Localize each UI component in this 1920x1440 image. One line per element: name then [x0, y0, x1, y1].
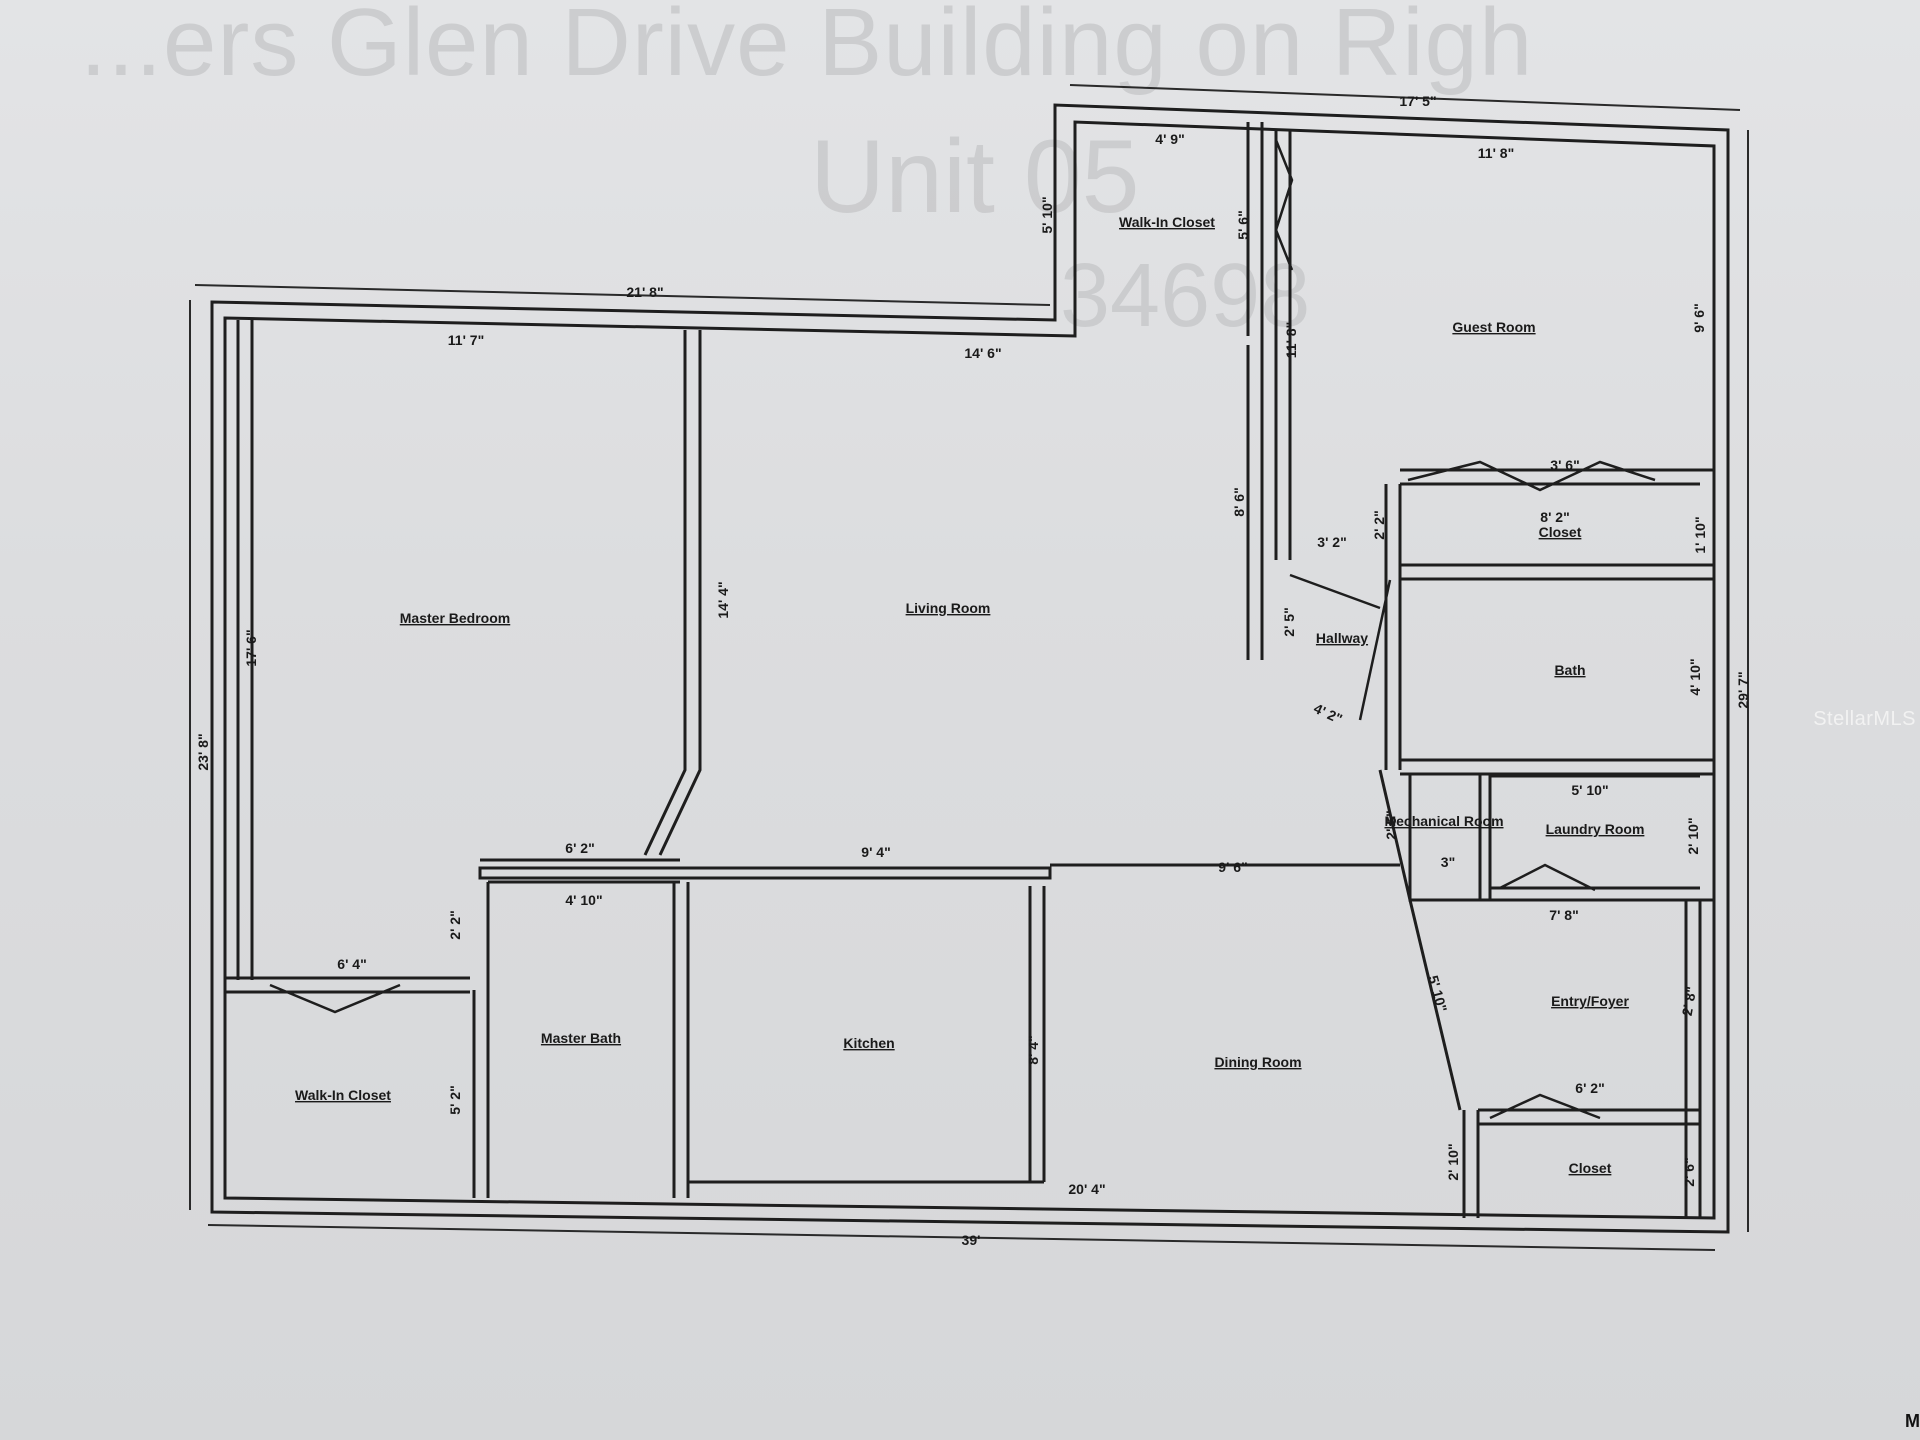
- stellarmls-watermark: StellarMLS: [1813, 708, 1916, 730]
- dim-dining-opening: 9' 6": [1218, 859, 1247, 875]
- bleed-through-zip: 34698: [1060, 246, 1311, 346]
- dim-hall-vertical: 11' 8": [1283, 322, 1299, 358]
- bleed-through-unit: Unit 05: [810, 119, 1140, 235]
- upper-closet-bifold-doors: [1407, 460, 1656, 492]
- dim-line-bottom: [207, 1224, 1716, 1251]
- dim-walk-in-closet-width: 4' 9": [1155, 131, 1184, 147]
- label-entry-foyer: Entry/Foyer: [1551, 993, 1629, 1009]
- dim-master-bedroom-height: 17' 6": [243, 629, 259, 666]
- dim-dining-bottom-height: 2' 10": [1445, 1143, 1461, 1180]
- dim-overall-right-height: 29' 7": [1735, 671, 1751, 708]
- walls: [210, 103, 1730, 1234]
- dim-entry-width: 7' 8": [1549, 907, 1578, 923]
- bath-kitchen-divider: [672, 882, 690, 1198]
- label-walk-in-closet-lower: Walk-In Closet: [295, 1087, 391, 1103]
- dim-walk-in-closet-lower-height: 5' 2": [447, 1085, 463, 1114]
- label-walk-in-closet-upper: Walk-In Closet: [1119, 214, 1215, 230]
- dim-mech-small: 3": [1441, 854, 1455, 870]
- mid-wall-line: [480, 858, 1400, 867]
- dim-guest-room-height: 9' 6": [1691, 303, 1707, 332]
- corner-mark: M: [1905, 1411, 1920, 1431]
- label-closet-upper: Closet: [1539, 524, 1582, 540]
- room-labels: Master Bedroom Living Room Walk-In Close…: [295, 214, 1644, 1176]
- label-master-bedroom: Master Bedroom: [400, 610, 510, 626]
- mechanical-room-walls: [1408, 774, 1492, 902]
- dim-closet-lower-height: 2' 6": [1681, 1157, 1697, 1186]
- label-master-bath: Master Bath: [541, 1030, 621, 1046]
- label-guest-room: Guest Room: [1452, 319, 1535, 335]
- dim-master-bedroom-width: 11' 7": [448, 332, 484, 348]
- dimension-labels: 17' 5" 21' 8" 4' 9" 11' 8" 11' 7" 14' 6"…: [195, 93, 1751, 1248]
- dim-mech-height: 2' 5": [1383, 810, 1399, 839]
- label-kitchen: Kitchen: [843, 1035, 894, 1051]
- entry-right-wall: [1684, 900, 1702, 1218]
- kitchen-walls: [688, 886, 1046, 1184]
- mid-horizontal-wall: [478, 866, 1052, 880]
- dim-bath-height: 4' 10": [1687, 658, 1703, 695]
- laundry-bifold: [1499, 863, 1596, 892]
- label-bath: Bath: [1554, 662, 1585, 678]
- hallway-door: [1289, 573, 1381, 610]
- dim-bottom-inner-width: 20' 4": [1068, 1181, 1105, 1197]
- lower-closet-walls: [1462, 1108, 1700, 1218]
- dim-walk-in-closet-left-height: 5' 10": [1039, 196, 1055, 233]
- dim-master-bath-door: 2' 2": [447, 910, 463, 939]
- door-swings: [269, 139, 1656, 1120]
- dim-closet-inner-width: 8' 2": [1540, 509, 1569, 525]
- master-bath-walls: [472, 880, 680, 1198]
- bedroom-living-divider: [643, 330, 702, 856]
- upper-closet-bifold: [1274, 139, 1294, 271]
- upper-closet-walls: [1073, 122, 1264, 336]
- dim-living-room-width: 14' 6": [964, 345, 1001, 361]
- label-dining-room: Dining Room: [1214, 1054, 1301, 1070]
- dim-overall-left-height: 23' 8": [195, 733, 211, 770]
- bath-bottom-wall: [1400, 758, 1714, 776]
- dim-laundry-height: 2' 10": [1685, 817, 1701, 854]
- dim-overall-width: 39': [962, 1232, 981, 1248]
- living-right-wall: [1246, 345, 1264, 660]
- dim-master-bath-opening: 6' 2": [565, 840, 594, 856]
- lower-closet-bifold-doors: [1489, 1093, 1601, 1120]
- label-mechanical-room: Mechanical Room: [1384, 813, 1503, 829]
- dim-entry-door: 2' 8": [1679, 985, 1700, 1017]
- label-living-room: Living Room: [906, 600, 991, 616]
- bleed-through-address: ...ers Glen Drive Building on Righ: [80, 0, 1534, 96]
- dimension-lines: [189, 84, 1749, 1251]
- dim-living-left-height: 14' 4": [715, 581, 731, 618]
- dim-guest-room-width: 11' 8": [1478, 145, 1514, 161]
- dim-entry-diag: 5' 10": [1425, 974, 1450, 1014]
- dim-laundry-width: 5' 10": [1571, 782, 1608, 798]
- outer-wall-inner: [223, 120, 1716, 1220]
- dim-closet-height: 1' 10": [1692, 516, 1708, 553]
- dim-closet-lower-width: 6' 2": [1575, 1080, 1604, 1096]
- dim-master-bath-width: 4' 10": [565, 892, 602, 908]
- dim-hall-width: 3' 2": [1317, 534, 1346, 550]
- dim-hallway-height: 2' 5": [1281, 607, 1297, 636]
- dim-diagonal-entry: 4' 2": [1311, 700, 1344, 727]
- dim-hall-small-height: 2' 2": [1371, 510, 1387, 539]
- dim-kitchen-counter: 8' 4": [1025, 1035, 1041, 1064]
- label-laundry-room: Laundry Room: [1546, 821, 1645, 837]
- dim-closet-top-width: 3' 6": [1550, 457, 1579, 473]
- dim-walk-in-closet-depth: 5' 6": [1235, 210, 1251, 239]
- diagonal-entry-wall: [1378, 769, 1462, 1111]
- dim-kitchen-opening: 9' 4": [861, 844, 890, 860]
- dim-walk-in-closet-lower-width: 6' 4": [337, 956, 366, 972]
- label-closet-lower: Closet: [1569, 1160, 1612, 1176]
- laundry-walls: [1490, 774, 1714, 902]
- lower-closet-bifold: [269, 983, 401, 1014]
- lower-closet-top-wall: [223, 976, 470, 1198]
- bath-left-wall: [1384, 484, 1402, 770]
- dim-top-right-width: 17' 5": [1399, 93, 1436, 109]
- dim-line-top-right: [1069, 84, 1741, 111]
- dim-living-right-height: 8' 6": [1231, 487, 1247, 516]
- label-hallway: Hallway: [1316, 630, 1368, 646]
- outer-wall-outer: [210, 103, 1730, 1234]
- bath-door: [1358, 579, 1392, 721]
- dim-top-left-width: 21' 8": [626, 284, 663, 300]
- dim-line-top-left: [194, 284, 1051, 306]
- master-bedroom-left-wall: [236, 320, 254, 980]
